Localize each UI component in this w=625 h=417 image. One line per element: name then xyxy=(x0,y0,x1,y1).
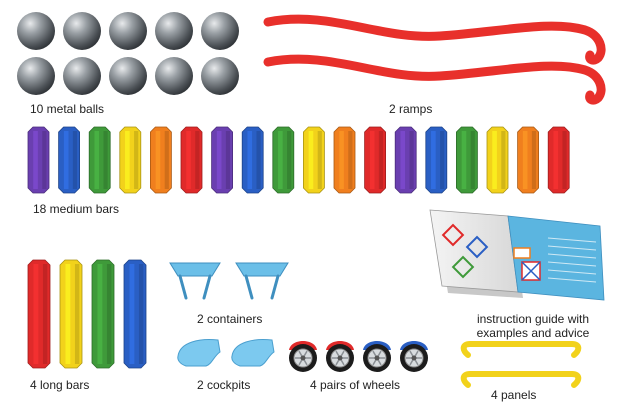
wheel-pair xyxy=(326,341,354,372)
guide-label-line1: instruction guide with xyxy=(476,312,590,326)
medium-bar xyxy=(211,126,233,194)
medium-bar xyxy=(119,126,142,194)
containers-label: 2 containers xyxy=(197,312,263,326)
medium-bar xyxy=(58,126,80,194)
container xyxy=(235,262,289,300)
long-bar xyxy=(123,259,147,369)
medium-bars-label: 18 medium bars xyxy=(33,202,120,216)
wheels-label: 4 pairs of wheels xyxy=(310,378,401,392)
panels-label: 4 panels xyxy=(491,388,537,402)
medium-bar xyxy=(333,126,356,194)
long-bars-label: 4 long bars xyxy=(30,378,90,392)
cockpits-label: 2 cockpits xyxy=(197,378,251,392)
long-bar xyxy=(91,259,115,369)
guide-label-line2: examples and advice xyxy=(476,326,590,340)
medium-bar xyxy=(364,126,386,194)
medium-bar xyxy=(456,126,478,194)
containers xyxy=(169,262,289,300)
wheel-pair xyxy=(363,341,391,372)
long-bar xyxy=(59,259,83,369)
long-bar xyxy=(27,259,51,369)
ramp xyxy=(263,54,606,105)
medium-bars xyxy=(27,126,570,194)
medium-bar xyxy=(547,126,570,194)
medium-bar xyxy=(303,126,325,194)
panels xyxy=(460,341,582,388)
ramps xyxy=(263,14,606,105)
cockpit xyxy=(177,339,221,367)
medium-bar xyxy=(27,126,50,194)
instruction-guide-label: instruction guide with examples and advi… xyxy=(473,312,593,340)
medium-bar xyxy=(180,126,203,194)
medium-bar xyxy=(425,126,448,194)
panel xyxy=(460,371,582,388)
instruction-guide xyxy=(429,209,605,301)
container xyxy=(169,262,221,300)
metal-ball xyxy=(17,12,239,95)
ramps-label: 2 ramps xyxy=(389,102,433,116)
medium-bar xyxy=(241,126,264,194)
panel xyxy=(460,341,582,358)
cockpit xyxy=(231,339,275,367)
medium-bar xyxy=(517,126,539,194)
medium-bar xyxy=(272,126,295,194)
metal-balls-label: 10 metal balls xyxy=(30,102,105,116)
wheels xyxy=(289,341,428,372)
ramp xyxy=(263,14,606,65)
medium-bar xyxy=(150,126,172,194)
medium-bar xyxy=(394,126,417,194)
wheel-pair xyxy=(289,341,317,372)
wheel-pair xyxy=(400,341,428,372)
long-bars xyxy=(27,259,147,369)
cockpits xyxy=(177,339,275,367)
metal-balls xyxy=(17,12,239,95)
medium-bar xyxy=(88,126,111,194)
medium-bar xyxy=(486,126,509,194)
